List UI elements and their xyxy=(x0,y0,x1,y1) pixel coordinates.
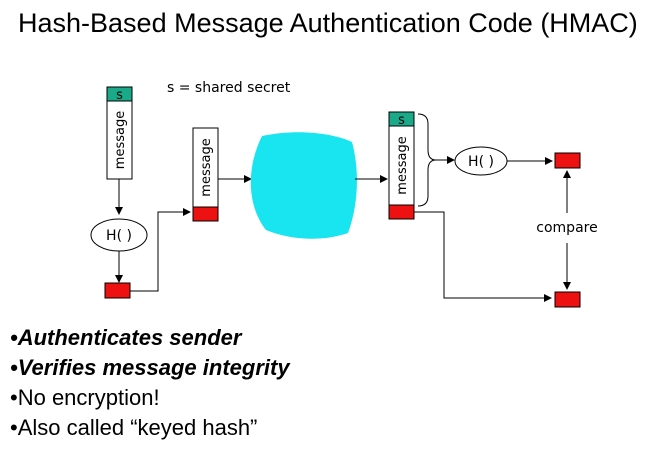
receiver-secret-label: s xyxy=(398,113,405,128)
network-cloud xyxy=(250,132,357,239)
hmac-diagram: s = shared secret s message H( ) message… xyxy=(90,80,598,308)
compare-label: compare xyxy=(536,220,597,236)
receiver-hash-label: H( ) xyxy=(468,154,494,170)
bullet-keyed-hash: •Also called “keyed hash” xyxy=(10,415,258,440)
bullet-list: •Authenticates sender •Verifies message … xyxy=(10,323,290,443)
computed-digest-box xyxy=(554,152,581,169)
sender-secret-label: s xyxy=(116,88,123,103)
bullet-no-encryption: •No encryption! xyxy=(10,385,160,410)
received-digest-box xyxy=(388,204,415,220)
sent-message-block: message xyxy=(192,127,219,222)
slide-title: Hash-Based Message Authentication Code (… xyxy=(18,8,638,38)
bullet-verifies-integrity: •Verifies message integrity xyxy=(10,355,290,380)
sent-message-label: message xyxy=(199,138,214,196)
sender-message-box xyxy=(106,100,133,180)
receiver-hash-function: H( ) xyxy=(454,146,508,176)
sent-digest-box xyxy=(192,206,219,222)
sent-message-box xyxy=(192,127,219,208)
sender-message-label: message xyxy=(113,111,128,169)
bullet-authenticates-sender: •Authenticates sender xyxy=(10,325,242,350)
arrow-digest-to-appended xyxy=(130,208,191,292)
received-message-label: message xyxy=(395,136,410,194)
received-message-block: s message xyxy=(388,111,415,220)
sender-hash-function: H( ) xyxy=(90,218,148,252)
sender-digest-box xyxy=(104,282,131,299)
sender-message-block: s message xyxy=(106,86,133,180)
received-digest-copy-box xyxy=(554,291,581,308)
shared-secret-note: s = shared secret xyxy=(167,80,291,96)
curly-brace xyxy=(417,113,437,207)
sender-hash-label: H( ) xyxy=(106,228,132,244)
arrow-received-digest xyxy=(414,211,552,302)
